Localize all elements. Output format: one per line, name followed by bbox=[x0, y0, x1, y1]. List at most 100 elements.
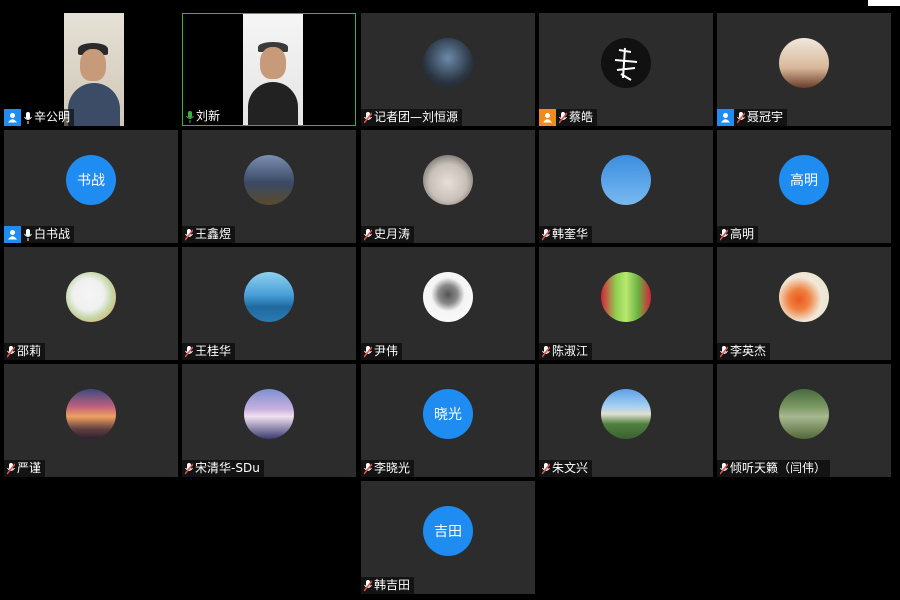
avatar bbox=[423, 155, 473, 205]
camera-feed bbox=[64, 13, 124, 126]
avatar bbox=[244, 155, 294, 205]
avatar bbox=[66, 389, 116, 439]
participant-tile[interactable]: 李英杰 bbox=[717, 247, 891, 360]
participant-name: 记者团—刘恒源 bbox=[374, 110, 459, 124]
participant-label: 白书战 bbox=[4, 226, 75, 243]
microphone-muted-icon[interactable] bbox=[364, 345, 372, 358]
participant-tile[interactable]: 倾听天籁（闫伟） bbox=[717, 364, 891, 477]
participant-name: 李晓光 bbox=[374, 461, 411, 475]
microphone-muted-icon[interactable] bbox=[720, 462, 728, 475]
microphone-muted-icon[interactable] bbox=[364, 579, 372, 592]
participant-name: 聂冠宇 bbox=[747, 110, 784, 124]
participant-name: 史月涛 bbox=[374, 227, 411, 241]
participant-name: 宋清华-SDu bbox=[195, 461, 260, 475]
cohost-badge-icon bbox=[539, 109, 556, 126]
microphone-muted-icon[interactable] bbox=[185, 462, 193, 475]
avatar: 书战 bbox=[66, 155, 116, 205]
participant-tile[interactable]: 蔡皓 bbox=[539, 13, 713, 126]
participant-tile[interactable]: 晓光 李晓光 bbox=[361, 364, 535, 477]
participant-label: 朱文兴 bbox=[539, 460, 593, 477]
participant-label: 韩奎华 bbox=[539, 226, 593, 243]
participant-name: 严谨 bbox=[17, 461, 42, 475]
participant-label: 尹伟 bbox=[361, 343, 403, 360]
microphone-muted-icon[interactable] bbox=[185, 345, 193, 358]
microphone-muted-icon[interactable] bbox=[720, 228, 728, 241]
participant-label: 倾听天籁（闫伟） bbox=[717, 460, 831, 477]
participant-name: 邵莉 bbox=[17, 344, 42, 358]
microphone-muted-icon[interactable] bbox=[542, 228, 550, 241]
host-badge-icon bbox=[717, 109, 734, 126]
participant-name: 韩奎华 bbox=[552, 227, 589, 241]
avatar: 晓光 bbox=[423, 389, 473, 439]
microphone-muted-icon[interactable] bbox=[7, 345, 15, 358]
window-top-edge bbox=[868, 0, 900, 6]
microphone-icon[interactable] bbox=[186, 110, 194, 123]
participant-label: 辛公明 bbox=[4, 109, 75, 126]
participant-tile[interactable]: 吉田 韩吉田 bbox=[361, 481, 535, 594]
participant-tile-video[interactable]: 辛公明 bbox=[4, 13, 178, 126]
participant-tile[interactable]: 王桂华 bbox=[182, 247, 356, 360]
participant-tile[interactable]: 陈淑江 bbox=[539, 247, 713, 360]
participant-name: 高明 bbox=[730, 227, 755, 241]
participant-name: 王鑫煜 bbox=[195, 227, 232, 241]
participant-tile[interactable]: 韩奎华 bbox=[539, 130, 713, 243]
microphone-muted-icon[interactable] bbox=[364, 228, 372, 241]
participant-name: 蔡皓 bbox=[569, 110, 594, 124]
participant-tile[interactable]: 记者团—刘恒源 bbox=[361, 13, 535, 126]
avatar bbox=[601, 38, 651, 88]
avatar bbox=[601, 272, 651, 322]
microphone-muted-icon[interactable] bbox=[737, 111, 745, 124]
participant-tile[interactable]: 严谨 bbox=[4, 364, 178, 477]
participant-label: 宋清华-SDu bbox=[182, 460, 264, 477]
participant-tile[interactable]: 史月涛 bbox=[361, 130, 535, 243]
microphone-muted-icon[interactable] bbox=[185, 228, 193, 241]
participant-name: 尹伟 bbox=[374, 344, 399, 358]
participant-label: 记者团—刘恒源 bbox=[361, 109, 463, 126]
microphone-muted-icon[interactable] bbox=[364, 111, 372, 124]
avatar bbox=[423, 272, 473, 322]
avatar bbox=[779, 272, 829, 322]
participant-label: 蔡皓 bbox=[539, 109, 598, 126]
participant-name: 韩吉田 bbox=[374, 578, 411, 592]
participant-name: 倾听天籁（闫伟） bbox=[730, 461, 827, 475]
participant-label: 韩吉田 bbox=[361, 577, 415, 594]
host-badge-icon bbox=[4, 109, 21, 126]
microphone-muted-icon[interactable] bbox=[542, 345, 550, 358]
avatar bbox=[244, 272, 294, 322]
avatar: 吉田 bbox=[423, 506, 473, 556]
participant-name: 辛公明 bbox=[34, 110, 71, 124]
microphone-muted-icon[interactable] bbox=[559, 111, 567, 124]
avatar bbox=[244, 389, 294, 439]
participant-name: 白书战 bbox=[34, 227, 71, 241]
microphone-muted-icon[interactable] bbox=[542, 462, 550, 475]
microphone-muted-icon[interactable] bbox=[720, 345, 728, 358]
participant-label: 高明 bbox=[717, 226, 759, 243]
avatar: 高明 bbox=[779, 155, 829, 205]
participant-label: 李晓光 bbox=[361, 460, 415, 477]
microphone-muted-icon[interactable] bbox=[7, 462, 15, 475]
participant-tile[interactable]: 书战 白书战 bbox=[4, 130, 178, 243]
host-badge-icon bbox=[4, 226, 21, 243]
participant-tile[interactable]: 王鑫煜 bbox=[182, 130, 356, 243]
avatar bbox=[779, 389, 829, 439]
microphone-icon[interactable] bbox=[24, 111, 32, 124]
participant-label: 聂冠宇 bbox=[717, 109, 788, 126]
participant-tile[interactable]: 邵莉 bbox=[4, 247, 178, 360]
participant-tile[interactable]: 宋清华-SDu bbox=[182, 364, 356, 477]
participant-label: 王桂华 bbox=[182, 343, 236, 360]
participant-label: 邵莉 bbox=[4, 343, 46, 360]
participant-tile-video[interactable]: 刘新 bbox=[182, 13, 356, 126]
participant-tile[interactable]: 高明 高明 bbox=[717, 130, 891, 243]
participant-label: 陈淑江 bbox=[539, 343, 593, 360]
microphone-icon[interactable] bbox=[24, 228, 32, 241]
avatar bbox=[423, 38, 473, 88]
camera-feed bbox=[243, 14, 303, 125]
avatar bbox=[66, 272, 116, 322]
participant-name: 李英杰 bbox=[730, 344, 767, 358]
participant-tile[interactable]: 朱文兴 bbox=[539, 364, 713, 477]
participant-tile[interactable]: 尹伟 bbox=[361, 247, 535, 360]
participant-tile[interactable]: 聂冠宇 bbox=[717, 13, 891, 126]
avatar bbox=[779, 38, 829, 88]
participant-name: 刘新 bbox=[196, 109, 221, 123]
microphone-muted-icon[interactable] bbox=[364, 462, 372, 475]
